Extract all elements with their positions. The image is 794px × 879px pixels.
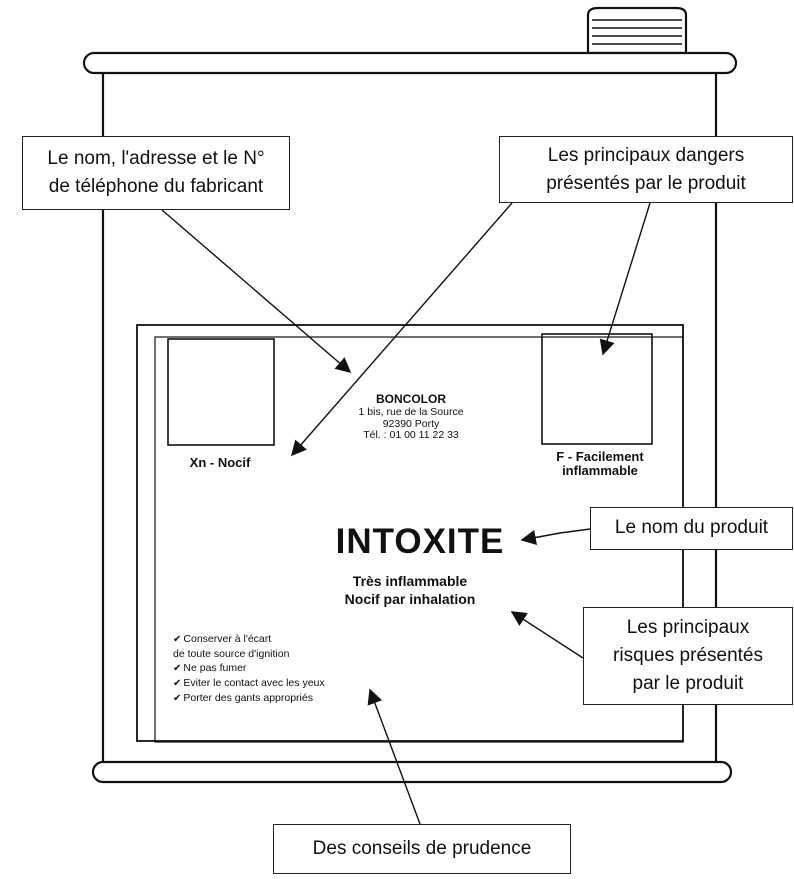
advice-item: de toute source d'ignition (173, 648, 290, 660)
check-icon: ✔ (173, 693, 182, 704)
callout-risks-line2: risques présentés (613, 645, 763, 666)
callout-manufacturer-line1: Le nom, l'adresse et le N° (47, 148, 265, 169)
hazard-label-right-line2: inflammable (562, 463, 638, 478)
arrow-dangers-to-hazard-right (599, 202, 651, 356)
arrow-manufacturer-to-hazard-left (290, 202, 513, 457)
manufacturer-name: BONCOLOR (376, 392, 446, 406)
manufacturer-block: BONCOLOR 1 bis, rue de la Source 92390 P… (326, 392, 496, 442)
can-bottom-rim (91, 760, 733, 784)
callout-product-name-line1: Le nom du produit (614, 517, 769, 538)
arrow-advice (367, 688, 421, 825)
hazard-label-right: F - Facilement inflammable (530, 450, 670, 478)
hazard-label-left: Xn - Nocif (189, 455, 251, 470)
check-icon: ✔ (173, 663, 182, 674)
callout-dangers: Les principaux dangers présentés par le … (499, 136, 793, 203)
advice-item: ✔Porter des gants appropriés (173, 692, 313, 704)
callout-dangers-line2: présentés par le produit (546, 173, 746, 194)
callout-manufacturer-line2: de téléphone du fabricant (48, 176, 264, 197)
arrow-risks (510, 611, 584, 659)
advice-item: ✔Ne pas fumer (173, 662, 247, 674)
manufacturer-address-line2: 92390 Porty (382, 417, 440, 430)
advice-item: ✔Conserver à l'écart (173, 633, 272, 645)
callout-risks-line3: par le produit (632, 673, 744, 694)
callout-advice-line1: Des conseils de prudence (312, 838, 532, 859)
risk-phrase-2: Nocif par inhalation (344, 591, 476, 607)
risk-phrases: Très inflammable Nocif par inhalation (310, 572, 510, 608)
callout-advice: Des conseils de prudence (273, 824, 571, 874)
check-icon: ✔ (173, 634, 182, 645)
advice-item: ✔Eviter le contact avec les yeux (173, 677, 325, 689)
callout-product-name: Le nom du produit (590, 507, 793, 550)
arrow-product-name (520, 528, 591, 546)
manufacturer-address-line1: 1 bis, rue de la Source (358, 406, 464, 418)
arrow-manufacturer-to-address (161, 209, 352, 374)
hazard-label-right-line1: F - Facilement (556, 449, 644, 464)
hazard-square-left (167, 338, 275, 446)
can-cap (586, 6, 688, 55)
manufacturer-phone: Tél. : 01 00 11 22 33 (363, 429, 459, 441)
risk-phrase-1: Très inflammable (352, 573, 468, 589)
hazard-square-right (541, 333, 653, 445)
callout-risks-line1: Les principaux (626, 617, 750, 638)
callout-risks: Les principaux risques présentés par le … (583, 607, 793, 705)
can-top-rim (82, 51, 738, 75)
callout-dangers-line1: Les principaux dangers (547, 145, 745, 166)
check-icon: ✔ (173, 678, 182, 689)
product-name: INTOXITE (335, 522, 505, 561)
callout-manufacturer: Le nom, l'adresse et le N° de téléphone … (22, 136, 290, 210)
safety-advice-list: ✔Conserver à l'écart de toute source d'i… (173, 632, 325, 706)
